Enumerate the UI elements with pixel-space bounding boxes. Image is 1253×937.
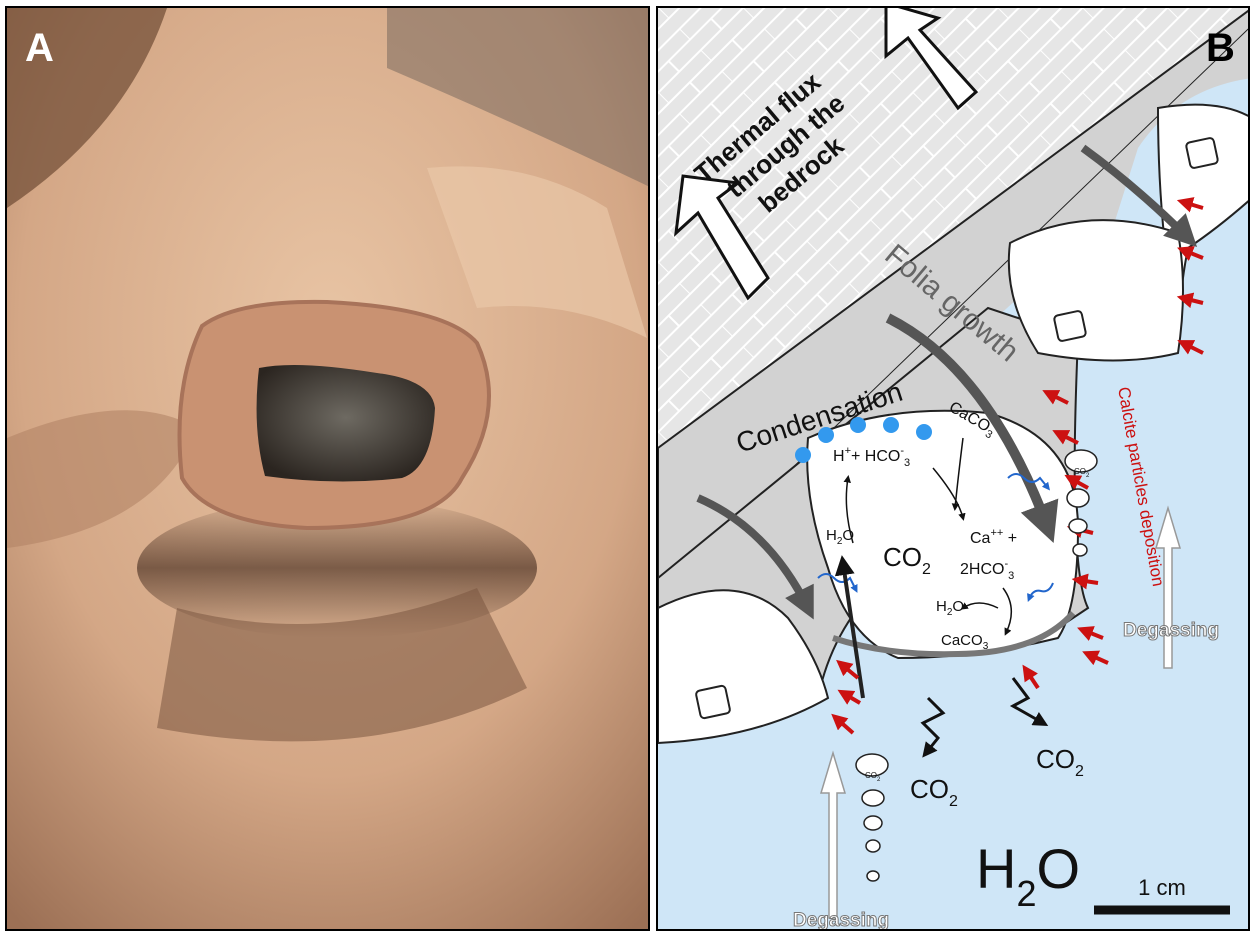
- degassing-label-bottom: Degassing: [793, 910, 889, 931]
- svg-text:CO2: CO2: [910, 774, 958, 810]
- photo-panel: A: [5, 6, 650, 931]
- folia-diagram: Thermal flux through the bedrock Folia g…: [658, 8, 1250, 931]
- calcite-deposition-label: Calcite particles deposition: [1114, 385, 1168, 587]
- folia-cell-right: [1009, 220, 1183, 360]
- panel-a-letter: A: [25, 26, 54, 71]
- panel-b-letter: B: [1206, 26, 1235, 71]
- cave-photo: [7, 8, 650, 931]
- diagram-panel: Thermal flux through the bedrock Folia g…: [656, 6, 1250, 931]
- svg-text:CO2: CO2: [1036, 744, 1084, 780]
- h2o-large-label: H2O: [976, 837, 1080, 914]
- degassing-label-right: Degassing: [1123, 620, 1219, 641]
- scale-bar-label: 1 cm: [1138, 875, 1186, 900]
